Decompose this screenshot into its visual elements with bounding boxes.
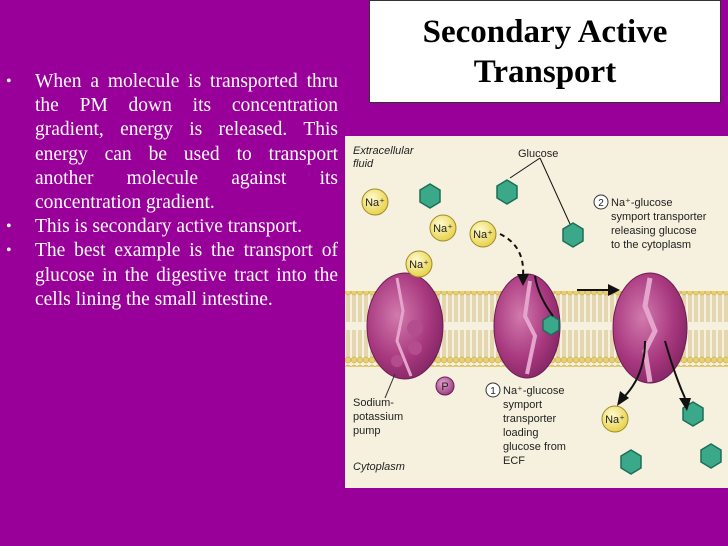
arrows <box>499 157 691 411</box>
glucose-molecules <box>419 179 722 475</box>
step-1-text: symport <box>503 399 542 411</box>
step-1-text: transporter <box>503 413 557 425</box>
glucose-icon <box>542 314 560 336</box>
arrow-icon <box>499 233 525 277</box>
glucose-icon <box>682 401 704 427</box>
pump-label: potassium <box>353 411 403 423</box>
step-2-text: symport transporter <box>611 211 707 223</box>
sodium-ion-icon <box>361 188 389 216</box>
sodium-ion-label: Na⁺ <box>409 259 429 271</box>
glucose-icon <box>620 449 642 475</box>
arrow-icon <box>534 275 554 317</box>
glucose-icon <box>700 443 722 469</box>
phosphate-icon <box>435 376 455 396</box>
sodium-potassium-pump <box>366 272 444 380</box>
bullet-dot: • <box>6 242 12 260</box>
bullet-text: This is secondary active transport. <box>35 216 302 238</box>
step-1-text: ECF <box>503 455 525 467</box>
bullet-list: • When a molecule is transported thru th… <box>6 70 338 312</box>
sodium-ion-label: Na⁺ <box>473 229 493 241</box>
bullet-item: • The best example is the transport of g… <box>6 239 338 312</box>
bullet-text: When a molecule is transported thru the … <box>35 71 338 214</box>
slide-title-box: Secondary Active Transport <box>369 0 721 103</box>
step-1-text: Na⁺-glucose <box>503 385 564 397</box>
step-2-text: Na⁺-glucose <box>611 197 672 209</box>
step-1-number: 1 <box>490 386 496 397</box>
sodium-ion-label: Na⁺ <box>605 414 625 426</box>
sodium-ion-label: Na⁺ <box>365 197 385 209</box>
cytoplasm-label: Cytoplasm <box>353 461 405 473</box>
sodium-ion-label: Na⁺ <box>433 223 453 235</box>
step-1-badge <box>485 382 501 398</box>
title-line-2: Transport <box>473 53 617 90</box>
arrow-icon <box>622 340 646 399</box>
transport-diagram: Na⁺ Na⁺ Na⁺ Na⁺ Na⁺ P Ext <box>345 136 728 488</box>
glucose-icon <box>419 183 441 209</box>
extracellular-label: fluid <box>353 158 374 170</box>
step-1-text: glucose from <box>503 441 566 453</box>
bullet-text: The best example is the transport of glu… <box>35 240 338 310</box>
glucose-icon <box>562 222 584 248</box>
extracellular-label: Extracellular <box>353 145 415 157</box>
sodium-ion-icon <box>429 214 457 242</box>
phosphate-label: P <box>441 381 448 393</box>
sodium-ion-icon <box>469 220 497 248</box>
pointer-line <box>539 157 571 225</box>
pump-label: Sodium- <box>353 397 394 409</box>
step-2-text: releasing glucose <box>611 225 697 237</box>
symport-transporter-releasing <box>612 272 688 384</box>
bullet-item: • This is secondary active transport. <box>6 215 338 239</box>
slide-title: Secondary Active Transport <box>423 12 668 92</box>
pump-label: pump <box>353 425 381 437</box>
glucose-label: Glucose <box>518 148 558 160</box>
arrow-icon <box>664 340 686 399</box>
bullet-item: • When a molecule is transported thru th… <box>6 70 338 215</box>
step-2-number: 2 <box>598 198 604 209</box>
sodium-ion-icon <box>601 405 629 433</box>
glucose-icon <box>496 179 518 205</box>
title-line-1: Secondary Active <box>422 13 668 50</box>
sodium-ion-icon <box>405 250 433 278</box>
sodium-ions: Na⁺ Na⁺ Na⁺ Na⁺ Na⁺ <box>361 188 629 433</box>
step-2-text: to the cytoplasm <box>611 239 691 251</box>
pointer-line <box>509 157 541 179</box>
step-1-text: loading <box>503 427 538 439</box>
bullet-dot: • <box>6 218 12 236</box>
bullet-dot: • <box>6 73 12 90</box>
step-2-badge <box>593 194 609 210</box>
